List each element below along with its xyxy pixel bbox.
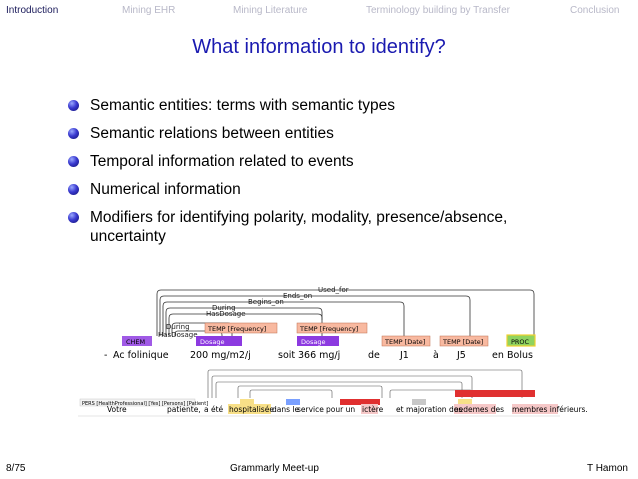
entity-box (455, 390, 535, 397)
entity-box (458, 399, 472, 405)
highlight (454, 404, 496, 414)
bullet-ball-icon (68, 128, 79, 139)
bullet-text: Semantic entities: terms with semantic t… (90, 97, 395, 114)
entity-label: TEMP [Frequency] (299, 325, 358, 333)
relation-label: During (212, 304, 236, 312)
token: service (297, 405, 324, 414)
entity-temp-frequency (296, 322, 368, 334)
bullet-item: Modifiers for identifying polarity, moda… (68, 208, 528, 246)
token: hospitalisée (229, 405, 274, 414)
annotation-1-relation-labels: Used_for Ends_on Begins_on During HasDos… (158, 286, 349, 339)
highlight (228, 404, 271, 414)
highlight (512, 404, 558, 414)
relation-label: Ends_on (283, 292, 312, 300)
annotation-1-entities: CHEM TEMP [Frequency] Dosage TEMP [Frequ… (122, 322, 536, 347)
footer-bar: 8/75 Grammarly Meet-up T Hamon (0, 459, 638, 479)
entity-temp-date (381, 335, 431, 347)
bullet-item: Temporal information related to events (68, 152, 528, 171)
token: - (104, 350, 107, 361)
entity-temp-date (439, 335, 489, 347)
bullet-ball-icon (68, 184, 79, 195)
relation-label: HasDosage (158, 331, 198, 339)
entity-label: TEMP [Frequency] (207, 325, 266, 333)
annotation-1-arcs (156, 289, 535, 336)
relation-label: HasDosage (206, 310, 246, 318)
token: de (368, 350, 380, 361)
entity-label: PROC (511, 338, 530, 346)
token: oedemes des (454, 405, 504, 414)
entity-box (412, 399, 426, 405)
bullet-list: Semantic entities: terms with semantic t… (68, 96, 528, 255)
entity-box (240, 399, 254, 405)
relation-label: Begins_on (248, 298, 284, 306)
relation-label: Used_for (318, 286, 349, 294)
token: 200 mg/m2/j (190, 350, 251, 361)
token: patiente, (167, 405, 201, 414)
token: membres inférieurs. (512, 405, 588, 414)
token: Bolus (507, 350, 533, 361)
footer-event: Grammarly Meet-up (230, 463, 319, 474)
bullet-ball-icon (68, 100, 79, 111)
entity-temp-frequency (204, 322, 278, 334)
annotation-2-tokens: Votre patiente, a été hospitalisée dans … (107, 404, 588, 414)
nav-conclusion[interactable]: Conclusion (570, 5, 620, 16)
token: ictère (362, 405, 384, 414)
token: en (492, 350, 504, 361)
bullet-ball-icon (68, 212, 79, 223)
entity-label: TEMP [Date] (384, 338, 425, 346)
bullet-text: Semantic relations between entities (90, 125, 334, 142)
token: pour un (326, 405, 355, 414)
token: J1 (399, 350, 409, 361)
token: soit (278, 350, 295, 361)
nav-mining-literature[interactable]: Mining Literature (233, 5, 308, 16)
entity-label: CHEM (126, 338, 145, 346)
nav-terminology-building[interactable]: Terminology building by Transfer (366, 5, 510, 16)
annotation-1-tokens: - Ac folinique 200 mg/m2/j soit 366 mg/j… (104, 350, 533, 361)
entity-label: PERS [HealthProfessional] [Yes] [Persons… (82, 401, 208, 407)
relation-label: During (166, 323, 190, 331)
entity-dosage (297, 336, 339, 346)
entity-label: Dosage (301, 338, 325, 346)
bullet-item: Semantic entities: terms with semantic t… (68, 96, 528, 115)
nav-mining-ehr[interactable]: Mining EHR (122, 5, 176, 16)
token: Votre (107, 405, 127, 414)
token: a été (204, 405, 224, 414)
bullet-text: Numerical information (90, 181, 241, 198)
footer-author: T Hamon (587, 463, 628, 474)
entity-pers (79, 398, 196, 407)
entity-box (340, 399, 380, 405)
token: Ac folinique (113, 350, 169, 361)
entity-label: TEMP [Date] (442, 338, 483, 346)
bullet-item: Semantic relations between entities (68, 124, 528, 143)
bullet-item: Numerical information (68, 180, 528, 199)
footer-page-number: 8/75 (6, 463, 26, 474)
navigation-bar: Introduction Mining EHR Mining Literatur… (0, 0, 638, 24)
highlight (361, 404, 378, 414)
token: 366 mg/j (298, 350, 340, 361)
token: dans le (272, 405, 299, 414)
entity-chem (122, 336, 152, 346)
bullet-text: Modifiers for identifying polarity, moda… (90, 209, 508, 245)
nav-introduction[interactable]: Introduction (6, 5, 59, 16)
entity-proc (506, 334, 536, 347)
entity-dosage (196, 336, 242, 346)
token: et majoration des (396, 405, 462, 414)
entity-box (286, 399, 300, 405)
bullet-ball-icon (68, 156, 79, 167)
slide-title: What information to identify? (192, 36, 446, 58)
entity-label: Dosage (200, 338, 224, 346)
token: à (433, 350, 439, 361)
token: J5 (456, 350, 466, 361)
bullet-text: Temporal information related to events (90, 153, 354, 170)
annotation-2-entities: PERS [HealthProfessional] [Yes] [Persons… (79, 390, 535, 407)
